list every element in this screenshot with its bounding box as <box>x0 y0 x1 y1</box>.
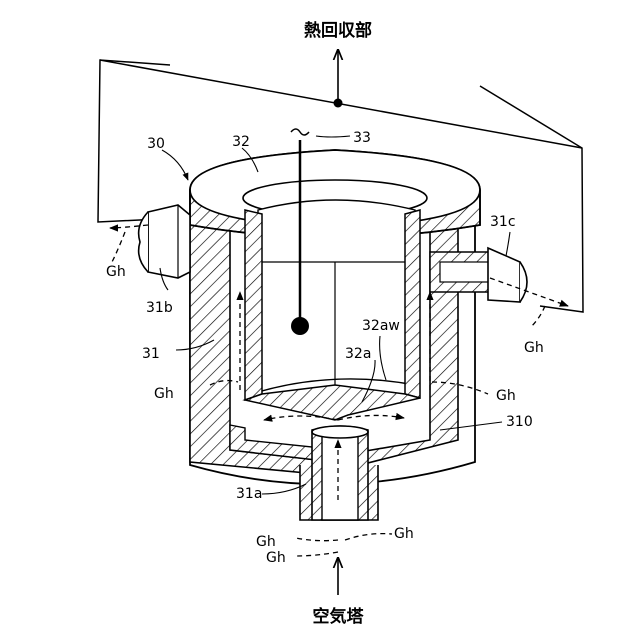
label-gas-outlet-left: Gh <box>106 264 126 280</box>
label-housing: 31 <box>142 346 160 362</box>
label-heat-recovery: 熱回収部 <box>304 20 372 41</box>
label-cup-bottom: 32a <box>345 346 371 362</box>
inlet-31a <box>300 426 378 520</box>
label-gas-inlet-left-1: Gh <box>256 534 276 550</box>
label-outlet-left: 31b <box>146 300 173 316</box>
label-gas-wall-left: Gh <box>154 386 174 402</box>
outlet-31b <box>139 205 190 278</box>
label-air-tower: 空気塔 <box>313 606 365 627</box>
probe-tip <box>291 317 309 335</box>
label-gas-outlet-right: Gh <box>524 340 544 356</box>
label-chamber: 310 <box>506 414 533 430</box>
label-inlet: 31a <box>236 486 262 502</box>
label-gas-wall-right: Gh <box>496 388 516 404</box>
label-cup: 32 <box>232 134 250 150</box>
label-outlet-right: 31c <box>490 214 516 230</box>
label-assembly: 30 <box>147 136 165 152</box>
label-cup-outer-wall: 32aw <box>362 318 400 334</box>
label-gas-inlet-left-2: Gh <box>266 550 286 566</box>
label-gas-inlet-right: Gh <box>394 526 414 542</box>
label-probe: 33 <box>353 130 371 146</box>
